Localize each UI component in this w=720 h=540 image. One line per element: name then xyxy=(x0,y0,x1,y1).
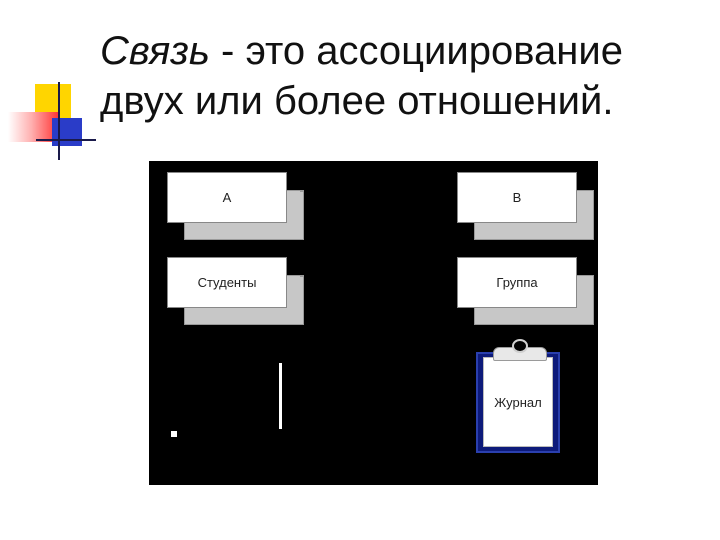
entity-box-students: Студенты xyxy=(167,257,287,308)
title-rest: - это ассоциирование xyxy=(209,29,623,73)
ornament-red-gradient-bar xyxy=(8,112,60,142)
entity-box-students-label: Студенты xyxy=(197,275,257,290)
diagram-canvas: A B Студенты Группа Журнал xyxy=(149,161,598,485)
entity-box-group: Группа xyxy=(457,257,577,308)
title-term: Связь xyxy=(100,29,210,73)
entity-journal: Журнал xyxy=(483,357,553,447)
box-students-shadow-tick xyxy=(300,275,303,277)
entity-box-b-label: B xyxy=(512,190,522,205)
ornament-blue-square xyxy=(52,118,82,146)
title-line-2: двух или более отношений. xyxy=(100,79,614,123)
entity-box-a-label: A xyxy=(222,190,232,205)
entity-box-a: A xyxy=(167,172,287,223)
slide-title: Связь - это ассоциирование двух или боле… xyxy=(100,26,700,126)
box-a-shadow-tick xyxy=(300,190,303,192)
entity-box-b: B xyxy=(457,172,577,223)
bullet-dot xyxy=(171,431,177,437)
title-line-1: Связь - это ассоциирование xyxy=(100,26,700,76)
entity-box-group-label: Группа xyxy=(496,275,538,290)
ornament-horizontal-line xyxy=(36,139,96,141)
ornament-vertical-line xyxy=(58,82,60,160)
slide-ornament xyxy=(0,0,110,170)
entity-journal-label: Журнал xyxy=(494,394,542,410)
clipboard-ring xyxy=(512,339,528,353)
connector-line xyxy=(279,363,282,429)
